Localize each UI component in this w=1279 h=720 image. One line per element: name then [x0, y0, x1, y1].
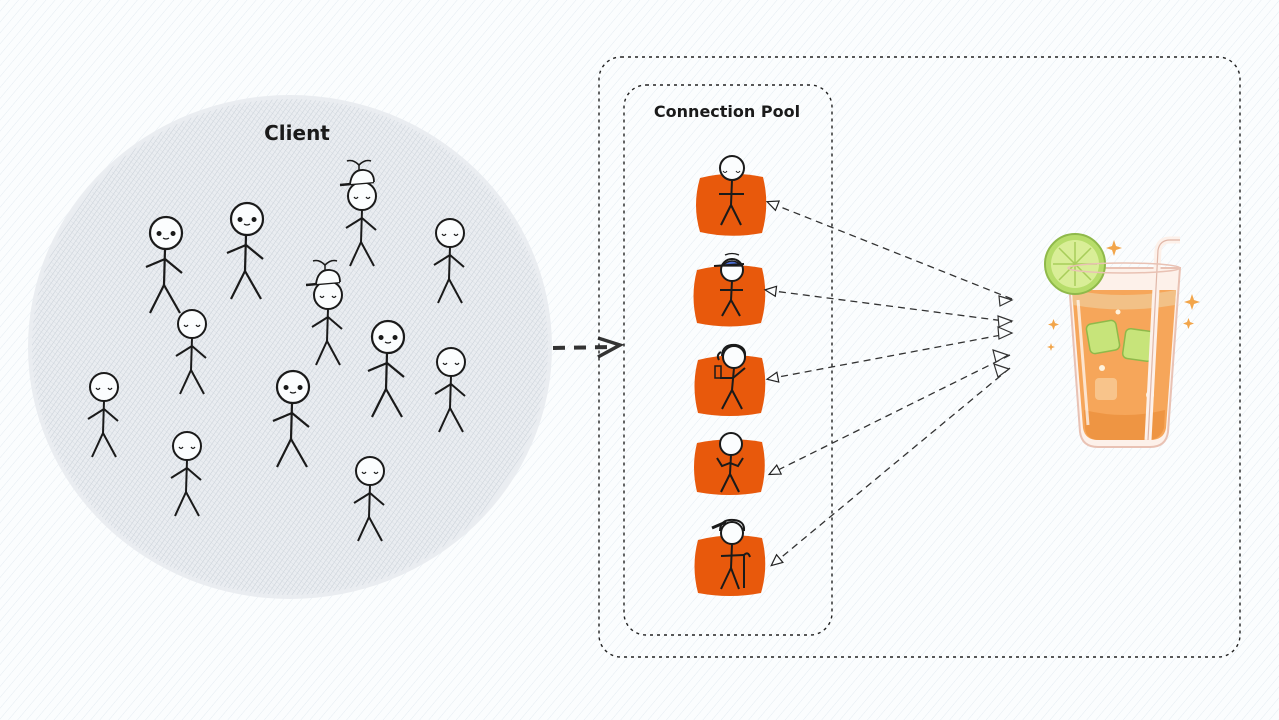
client-to-pool-arrow — [552, 336, 625, 359]
arrow-tails — [992, 295, 1014, 378]
server-boundary — [598, 56, 1241, 658]
connection-pool-box — [623, 84, 833, 636]
arrow-to-connection-1 — [765, 200, 1013, 300]
arrow-to-connection-4 — [767, 354, 1011, 476]
connection-pool-title: Connection Pool — [654, 102, 800, 121]
arrow-to-connection-5 — [770, 367, 1011, 567]
connection-arrows — [763, 200, 1013, 567]
arrow-to-connection-3 — [765, 332, 1013, 383]
arrow-to-connection-2 — [763, 285, 1013, 323]
client-area — [28, 95, 552, 599]
iced-drink-icon — [1044, 233, 1200, 448]
connection-4 — [694, 432, 765, 495]
connection-1 — [696, 155, 767, 236]
connection-5 — [694, 518, 766, 596]
connection-list — [693, 155, 767, 596]
connection-3 — [694, 343, 766, 416]
connection-2 — [693, 252, 766, 327]
client-title: Client — [264, 121, 330, 145]
